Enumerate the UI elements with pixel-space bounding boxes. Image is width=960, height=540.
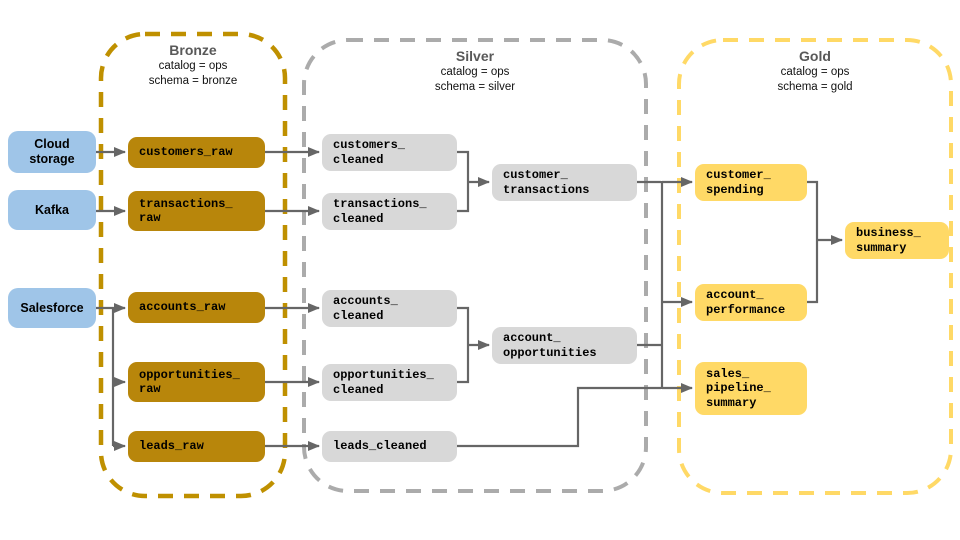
node-account-opportunities: account_ opportunities (492, 327, 637, 364)
source-salesforce: Salesforce (8, 288, 96, 328)
bronze-layer-header: Bronze catalog = ops schema = bronze (101, 42, 285, 89)
gold-layer-outline (677, 38, 953, 495)
silver-schema-label: schema = silver (434, 81, 516, 93)
silver-layer-outline (302, 38, 648, 493)
gold-catalog-label: catalog = ops (780, 66, 850, 78)
edge-leads-cleaned-to-bus (457, 386, 661, 448)
bronze-catalog-label: catalog = ops (158, 60, 228, 72)
silver-layer-title: Silver (455, 48, 495, 64)
node-customer-spending: customer_ spending (695, 164, 807, 201)
node-leads-cleaned: leads_cleaned (322, 431, 457, 462)
source-kafka: Kafka (8, 190, 96, 230)
bronze-schema-label: schema = bronze (148, 75, 238, 87)
node-account-performance: account_ performance (695, 284, 807, 321)
edge-merge-customer-transactions-lines (457, 150, 470, 213)
node-leads-raw: leads_raw (128, 431, 265, 462)
node-customers-raw: customers_raw (128, 137, 265, 168)
silver-catalog-label: catalog = ops (440, 66, 510, 78)
node-opportunities-cleaned: opportunities_ cleaned (322, 364, 457, 401)
gold-layer-title: Gold (799, 48, 831, 64)
node-customer-transactions: customer_ transactions (492, 164, 637, 201)
source-cloud-storage: Cloud storage (8, 131, 96, 173)
bronze-layer-title: Bronze (169, 42, 217, 58)
node-transactions-raw: transactions_ raw (128, 191, 265, 231)
node-business-summary: business_ summary (845, 222, 949, 259)
node-customers-cleaned: customers_ cleaned (322, 134, 457, 171)
node-transactions-cleaned: transactions_ cleaned (322, 193, 457, 230)
node-accounts-cleaned: accounts_ cleaned (322, 290, 457, 327)
node-sales-pipeline-summary: sales_ pipeline_ summary (695, 362, 807, 415)
node-opportunities-raw: opportunities_ raw (128, 362, 265, 402)
gold-schema-label: schema = gold (777, 81, 853, 93)
node-accounts-raw: accounts_raw (128, 292, 265, 323)
bronze-layer-outline (98, 31, 288, 499)
silver-layer-header: Silver catalog = ops schema = silver (304, 48, 646, 95)
gold-layer-header: Gold catalog = ops schema = gold (679, 48, 951, 95)
edge-merge-business-summary-lines (807, 180, 819, 304)
edge-merge-account-opportunities-lines (457, 306, 470, 384)
